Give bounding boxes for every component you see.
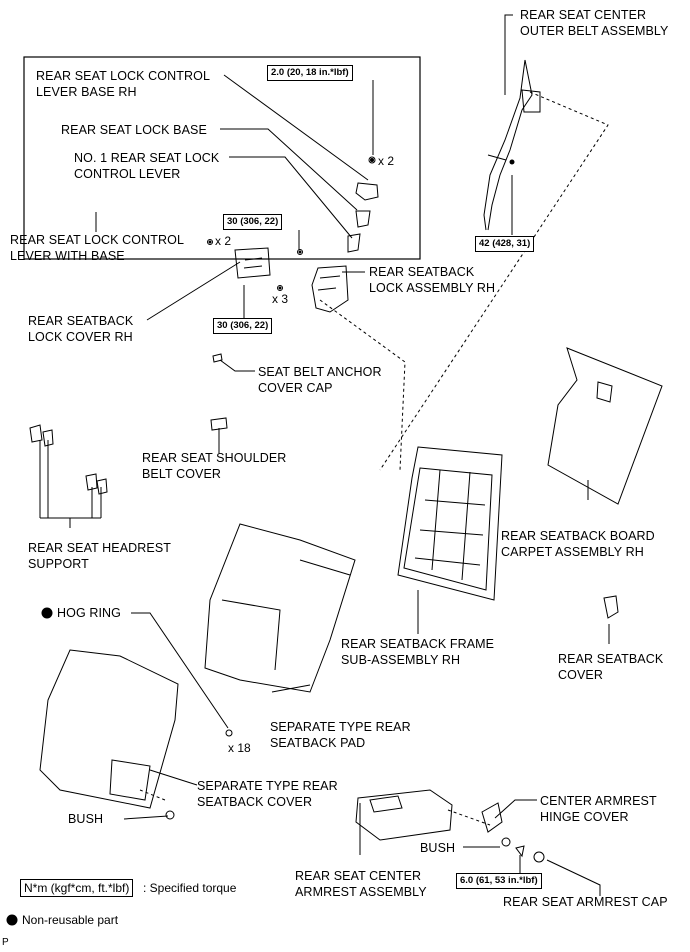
legend-nonreusable: Non-reusable part: [22, 913, 119, 927]
torque-box-1: 2.0 (20, 18 in.*lbf): [267, 65, 353, 81]
label-shoulder-belt-cover: REAR SEAT SHOULDER BELT COVER: [142, 451, 287, 481]
label-separate-seatback-pad: SEPARATE TYPE REAR SEATBACK PAD: [270, 720, 411, 750]
label-seat-belt-anchor-cover-cap: SEAT BELT ANCHOR COVER CAP: [258, 365, 382, 395]
legend-torque-text: : Specified torque: [143, 881, 237, 895]
label-seatback-lock-cover-rh: REAR SEATBACK LOCK COVER RH: [28, 314, 134, 344]
label-center-armrest-assembly: REAR SEAT CENTER ARMREST ASSEMBLY: [295, 869, 427, 899]
torque-box-3: 30 (306, 22): [213, 318, 273, 334]
legend-torque-unit: N*m (kgf*cm, ft.*lbf): [20, 879, 134, 897]
label-no1-lock-control-lever: NO. 1 REAR SEAT LOCK CONTROL LEVER: [74, 151, 220, 181]
label-bush-right: BUSH: [420, 841, 456, 855]
label-hog-ring: HOG RING: [57, 606, 121, 620]
torque-box-2: 30 (306, 22): [223, 214, 283, 230]
footer-code: P: [2, 937, 9, 948]
label-center-armrest-hinge-cover: CENTER ARMREST HINGE COVER: [540, 794, 657, 824]
nonreusable-marker-legend: [6, 914, 18, 926]
label-seatback-cover: REAR SEATBACK COVER: [558, 652, 664, 682]
label-bush-left: BUSH: [68, 812, 104, 826]
quantity-x18-hogring: x 18: [228, 741, 251, 755]
quantity-x3-lock: x 3: [272, 292, 289, 306]
label-lock-control-lever-base-rh: REAR SEAT LOCK CONTROL LEVER BASE RH: [36, 69, 210, 99]
label-center-outer-belt: REAR SEAT CENTER OUTER BELT ASSEMBLY: [520, 8, 669, 38]
label-armrest-cap: REAR SEAT ARMREST CAP: [503, 895, 668, 909]
label-separate-seatback-cover: SEPARATE TYPE REAR SEATBACK COVER: [197, 779, 338, 809]
label-headrest-support: REAR SEAT HEADREST SUPPORT: [28, 541, 172, 571]
label-board-carpet-assembly: REAR SEATBACK BOARD CARPET ASSEMBLY RH: [501, 529, 655, 559]
quantity-x2-lever: x 2: [378, 154, 395, 168]
torque-box-4: 42 (428, 31): [475, 236, 535, 252]
label-frame-sub-assembly: REAR SEATBACK FRAME SUB-ASSEMBLY RH: [341, 637, 495, 667]
nonreusable-marker-hogring: [41, 607, 53, 619]
label-lock-base: REAR SEAT LOCK BASE: [61, 123, 207, 137]
lock-group-frame: [23, 56, 421, 260]
label-seatback-lock-assembly-rh: REAR SEATBACK LOCK ASSEMBLY RH: [369, 265, 496, 295]
quantity-x2-cover: x 2: [215, 234, 232, 248]
torque-box-5: 6.0 (61, 53 in.*lbf): [456, 873, 542, 889]
label-lock-control-lever-with-base: REAR SEAT LOCK CONTROL LEVER WITH BASE: [10, 233, 184, 263]
